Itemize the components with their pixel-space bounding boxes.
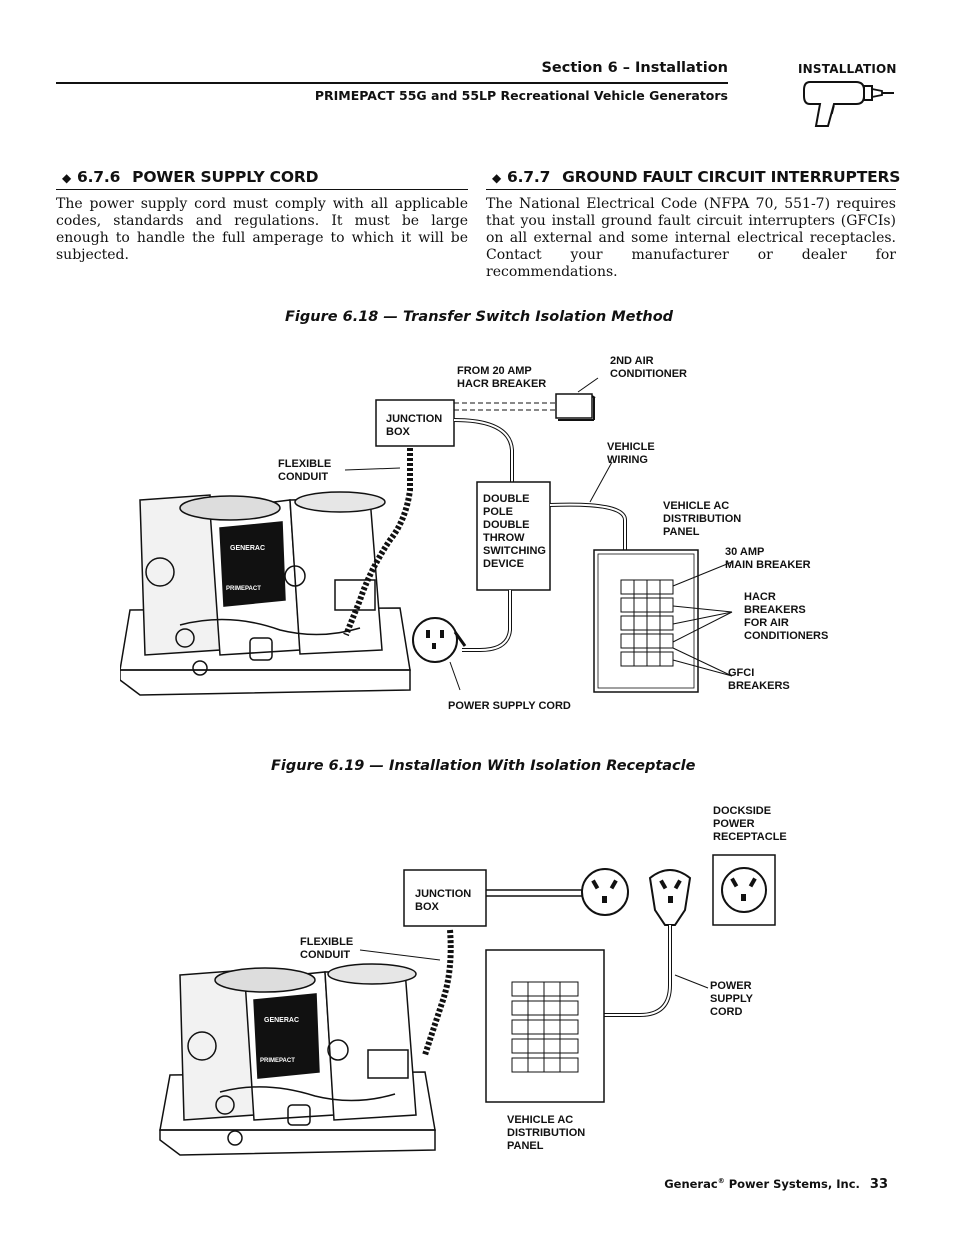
- switching-device: [476, 481, 551, 591]
- generator-illustration: GENERAC PRIMEPACT: [159, 963, 436, 1156]
- label-distribution-panel: VEHICLE AC DISTRIBUTION PANEL: [507, 1114, 586, 1152]
- section-heading: ◆ 6.7.6 POWER SUPPLY CORD: [56, 168, 468, 190]
- section-number: 6.7.6: [77, 168, 121, 186]
- footer-company: Generac: [664, 1177, 718, 1191]
- label-air-conditioner: 2ND AIR CONDITIONER: [610, 355, 687, 380]
- plug-icon: [412, 617, 467, 663]
- label-hacr-breakers: HACR BREAKERS FOR AIR CONDITIONERS: [744, 591, 829, 642]
- product-line: PRIMEPACT 55G and 55LP Recreational Vehi…: [314, 88, 728, 103]
- generator-brand: GENERAC: [230, 545, 265, 552]
- label-distribution-panel: VEHICLE AC DISTRIBUTION PANEL: [663, 500, 742, 538]
- label-junction-box: JUNCTION BOX: [386, 413, 443, 438]
- diamond-bullet-icon: ◆: [62, 171, 72, 185]
- flexible-conduit: [422, 929, 454, 1056]
- installation-label: INSTALLATION: [798, 62, 897, 76]
- footer-company-suffix: Power Systems, Inc.: [724, 1177, 860, 1191]
- wiring-diagram: GENERAC PRIMEPACT: [159, 854, 776, 1156]
- air-conditioner-box: [555, 393, 593, 419]
- label-flexible-conduit: FLEXIBLE CONDUIT: [300, 936, 354, 961]
- breaker-rows: [511, 981, 579, 1073]
- section-number: 6.7.7: [507, 168, 551, 186]
- figure-caption: Figure 6.18 — Transfer Switch Isolation …: [285, 309, 674, 325]
- installation-badge: INSTALLATION: [798, 62, 902, 130]
- dockside-outlet-icon: [721, 867, 767, 913]
- generator-model: PRIMEPACT: [260, 1058, 295, 1064]
- label-gfci-breakers: GFCI BREAKERS: [728, 667, 790, 692]
- page-footer: Generac® Power Systems, Inc. 33: [664, 1177, 888, 1192]
- section-body: The power supply cord must comply with a…: [56, 196, 468, 263]
- label-from-breaker: FROM 20 AMP HACR BREAKER: [457, 365, 547, 390]
- label-dockside-receptacle: DOCKSIDE POWER RECEPTACLE: [713, 805, 787, 843]
- label-flexible-conduit: FLEXIBLE CONDUIT: [278, 458, 332, 483]
- section-power-supply-cord: ◆ 6.7.6 POWER SUPPLY CORD The power supply…: [56, 168, 468, 264]
- label-vehicle-wiring: VEHICLE WIRING: [607, 441, 655, 466]
- label-power-supply-cord: POWER SUPPLY CORD: [710, 980, 754, 1018]
- junction-box: [403, 869, 487, 927]
- section-body: The National Electrical Code (NFPA 70, 5…: [486, 196, 896, 280]
- flexible-conduit: [343, 433, 413, 637]
- label-power-supply-cord: POWER SUPPLY CORD: [448, 700, 571, 712]
- section-heading: ◆ 6.7.7 GROUND FAULT CIRCUIT INTERRUPTERS: [486, 168, 900, 190]
- wiring-diagram: GENERAC PRIMEPACT: [120, 377, 733, 696]
- label-junction-box: JUNCTION BOX: [415, 888, 472, 913]
- section-title: Section 6 – Installation: [541, 60, 728, 76]
- figure-caption: Figure 6.19 — Installation With Isolatio…: [271, 758, 696, 774]
- junction-box: [375, 399, 455, 447]
- label-main-breaker: 30 AMP MAIN BREAKER: [725, 546, 811, 571]
- generator-illustration: GENERAC PRIMEPACT: [120, 491, 411, 696]
- registered-mark: ®: [717, 1177, 725, 1186]
- plug-icon: [648, 869, 692, 926]
- breaker-rows: [620, 579, 674, 667]
- page-number: 33: [869, 1177, 888, 1192]
- diamond-bullet-icon: ◆: [492, 171, 502, 185]
- figure-transfer-switch: GENERAC PRIMEPACT: [120, 350, 840, 720]
- isolation-receptacle-icon: [581, 868, 629, 916]
- label-switching-device: DOUBLE POLE DOUBLE THROW SWITCHING DEVIC…: [483, 493, 546, 570]
- section-heading-text: GROUND FAULT CIRCUIT INTERRUPTERS: [562, 168, 901, 186]
- generator-brand: GENERAC: [264, 1017, 299, 1024]
- section-heading-text: POWER SUPPLY CORD: [132, 168, 319, 186]
- figure-isolation-receptacle: GENERAC PRIMEPACT: [150, 800, 810, 1180]
- drill-icon: [803, 81, 894, 127]
- generator-model: PRIMEPACT: [226, 586, 261, 592]
- header-rule: [56, 82, 728, 84]
